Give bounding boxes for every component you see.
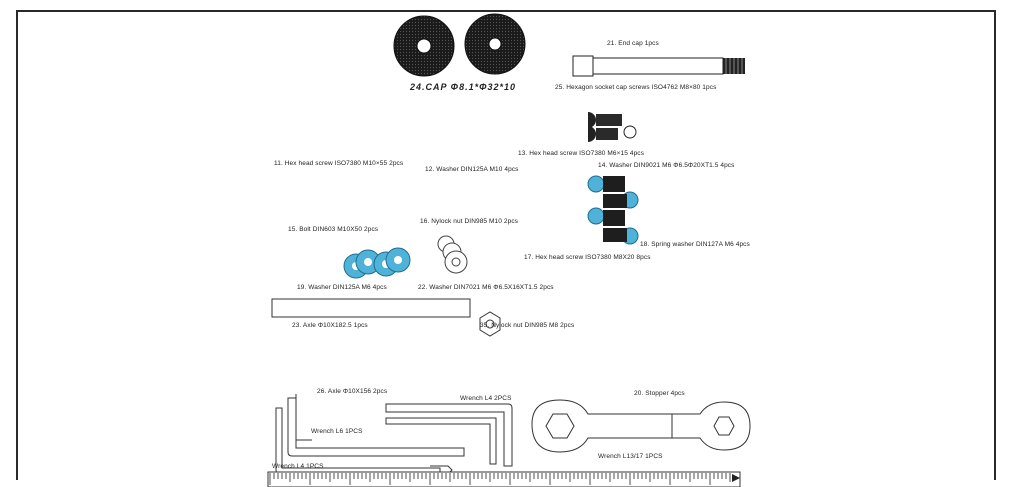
allen-wrench-icon — [385, 403, 513, 467]
wrench-l4-1pcs-label: Wrench L4 1PCS — [272, 463, 324, 470]
nut-icon — [479, 311, 501, 337]
ruler-icon — [267, 471, 741, 487]
wrench-l4-2pcs-label: Wrench L4 2PCS — [460, 395, 512, 402]
nylock-nut-m10-label: 16. Nylock nut DIN985 M10 2pcs — [420, 218, 519, 225]
allen-wrench-icon — [275, 394, 465, 475]
wrench-l6-label: Wrench L6 1PCS — [311, 428, 363, 435]
washer-din7021-label: 22. Washer DIN7021 M6 Φ6.5X16XT1.5 2pcs — [418, 284, 554, 291]
washer-icon — [437, 235, 468, 274]
nylock-nut-m8-label: 35. Nylock nut DIN985 M8 2pcs — [480, 322, 575, 329]
hex-screw-m6x15-label: 13. Hex head screw ISO7380 M6×15 4pcs — [518, 150, 645, 157]
hex-screw-m8x20-label: 17. Hex head screw ISO7380 M8X20 8pcs — [524, 254, 651, 261]
washer-icon — [343, 247, 411, 279]
button-screw-icon — [588, 112, 637, 142]
hex-socket-screw-label: 25. Hexagon socket cap screws ISO4762 M8… — [555, 84, 717, 91]
button-screw-icon — [587, 175, 639, 245]
washer-din9021-label: 14. Washer DIN9021 M6 Φ6.5Φ20XT1.5 4pcs — [598, 162, 735, 169]
axle-156-label: 26. Axle Φ10X156 2pcs — [317, 388, 388, 395]
washer-din125-m10-label: 12. Washer DIN125A M10 4pcs — [425, 166, 519, 173]
axle-182-label: 23. Axle Φ10X182.5 1pcs — [292, 322, 368, 329]
cap-label: 24.CAP Φ8.1*Φ32*10 — [410, 82, 517, 92]
socket-screw-icon — [592, 57, 745, 75]
hex-screw-m10x55-label: 11. Hex head screw ISO7380 M10×55 2pcs — [274, 160, 404, 167]
axle-icon — [271, 298, 471, 318]
end-cap-icon — [572, 55, 594, 77]
end-cap-label: 21. End cap 1pcs — [607, 40, 659, 47]
spring-washer-label: 18. Spring washer DIN127A M6 4pcs — [640, 241, 750, 248]
instruction-sheet-frame — [16, 10, 996, 480]
cap-disc-icon — [393, 13, 526, 77]
wrench-l13-17-label: Wrench L13/17 1PCS — [598, 453, 663, 460]
bolt-din603-label: 15. Bolt DIN603 M10X50 2pcs — [288, 226, 379, 233]
stopper-label: 20. Stopper 4pcs — [634, 390, 685, 397]
washer-din125-m6-label: 19. Washer DIN125A M6 4pcs — [297, 284, 387, 291]
spanner-icon — [531, 399, 751, 453]
